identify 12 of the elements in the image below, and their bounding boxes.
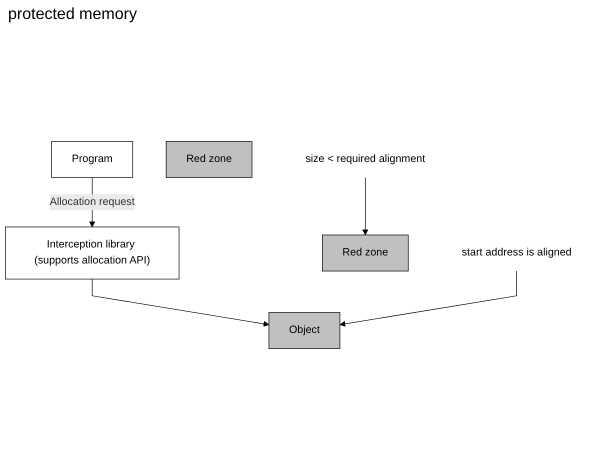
node-box: Interception library (supports allocation API) — [5, 226, 180, 280]
node-text: start address is aligned — [462, 247, 572, 258]
node-box: Red zone — [322, 234, 409, 272]
arrow — [340, 270, 517, 327]
node-box: Program — [51, 141, 134, 178]
edge-label: Allocation request — [50, 196, 135, 208]
arrow — [92, 278, 270, 327]
node-box: Object — [268, 312, 340, 349]
note-label: protected memory — [8, 6, 137, 24]
node-text: size < required alignment — [305, 153, 426, 165]
node-box: Red zone — [166, 141, 252, 178]
arrow — [362, 177, 368, 236]
